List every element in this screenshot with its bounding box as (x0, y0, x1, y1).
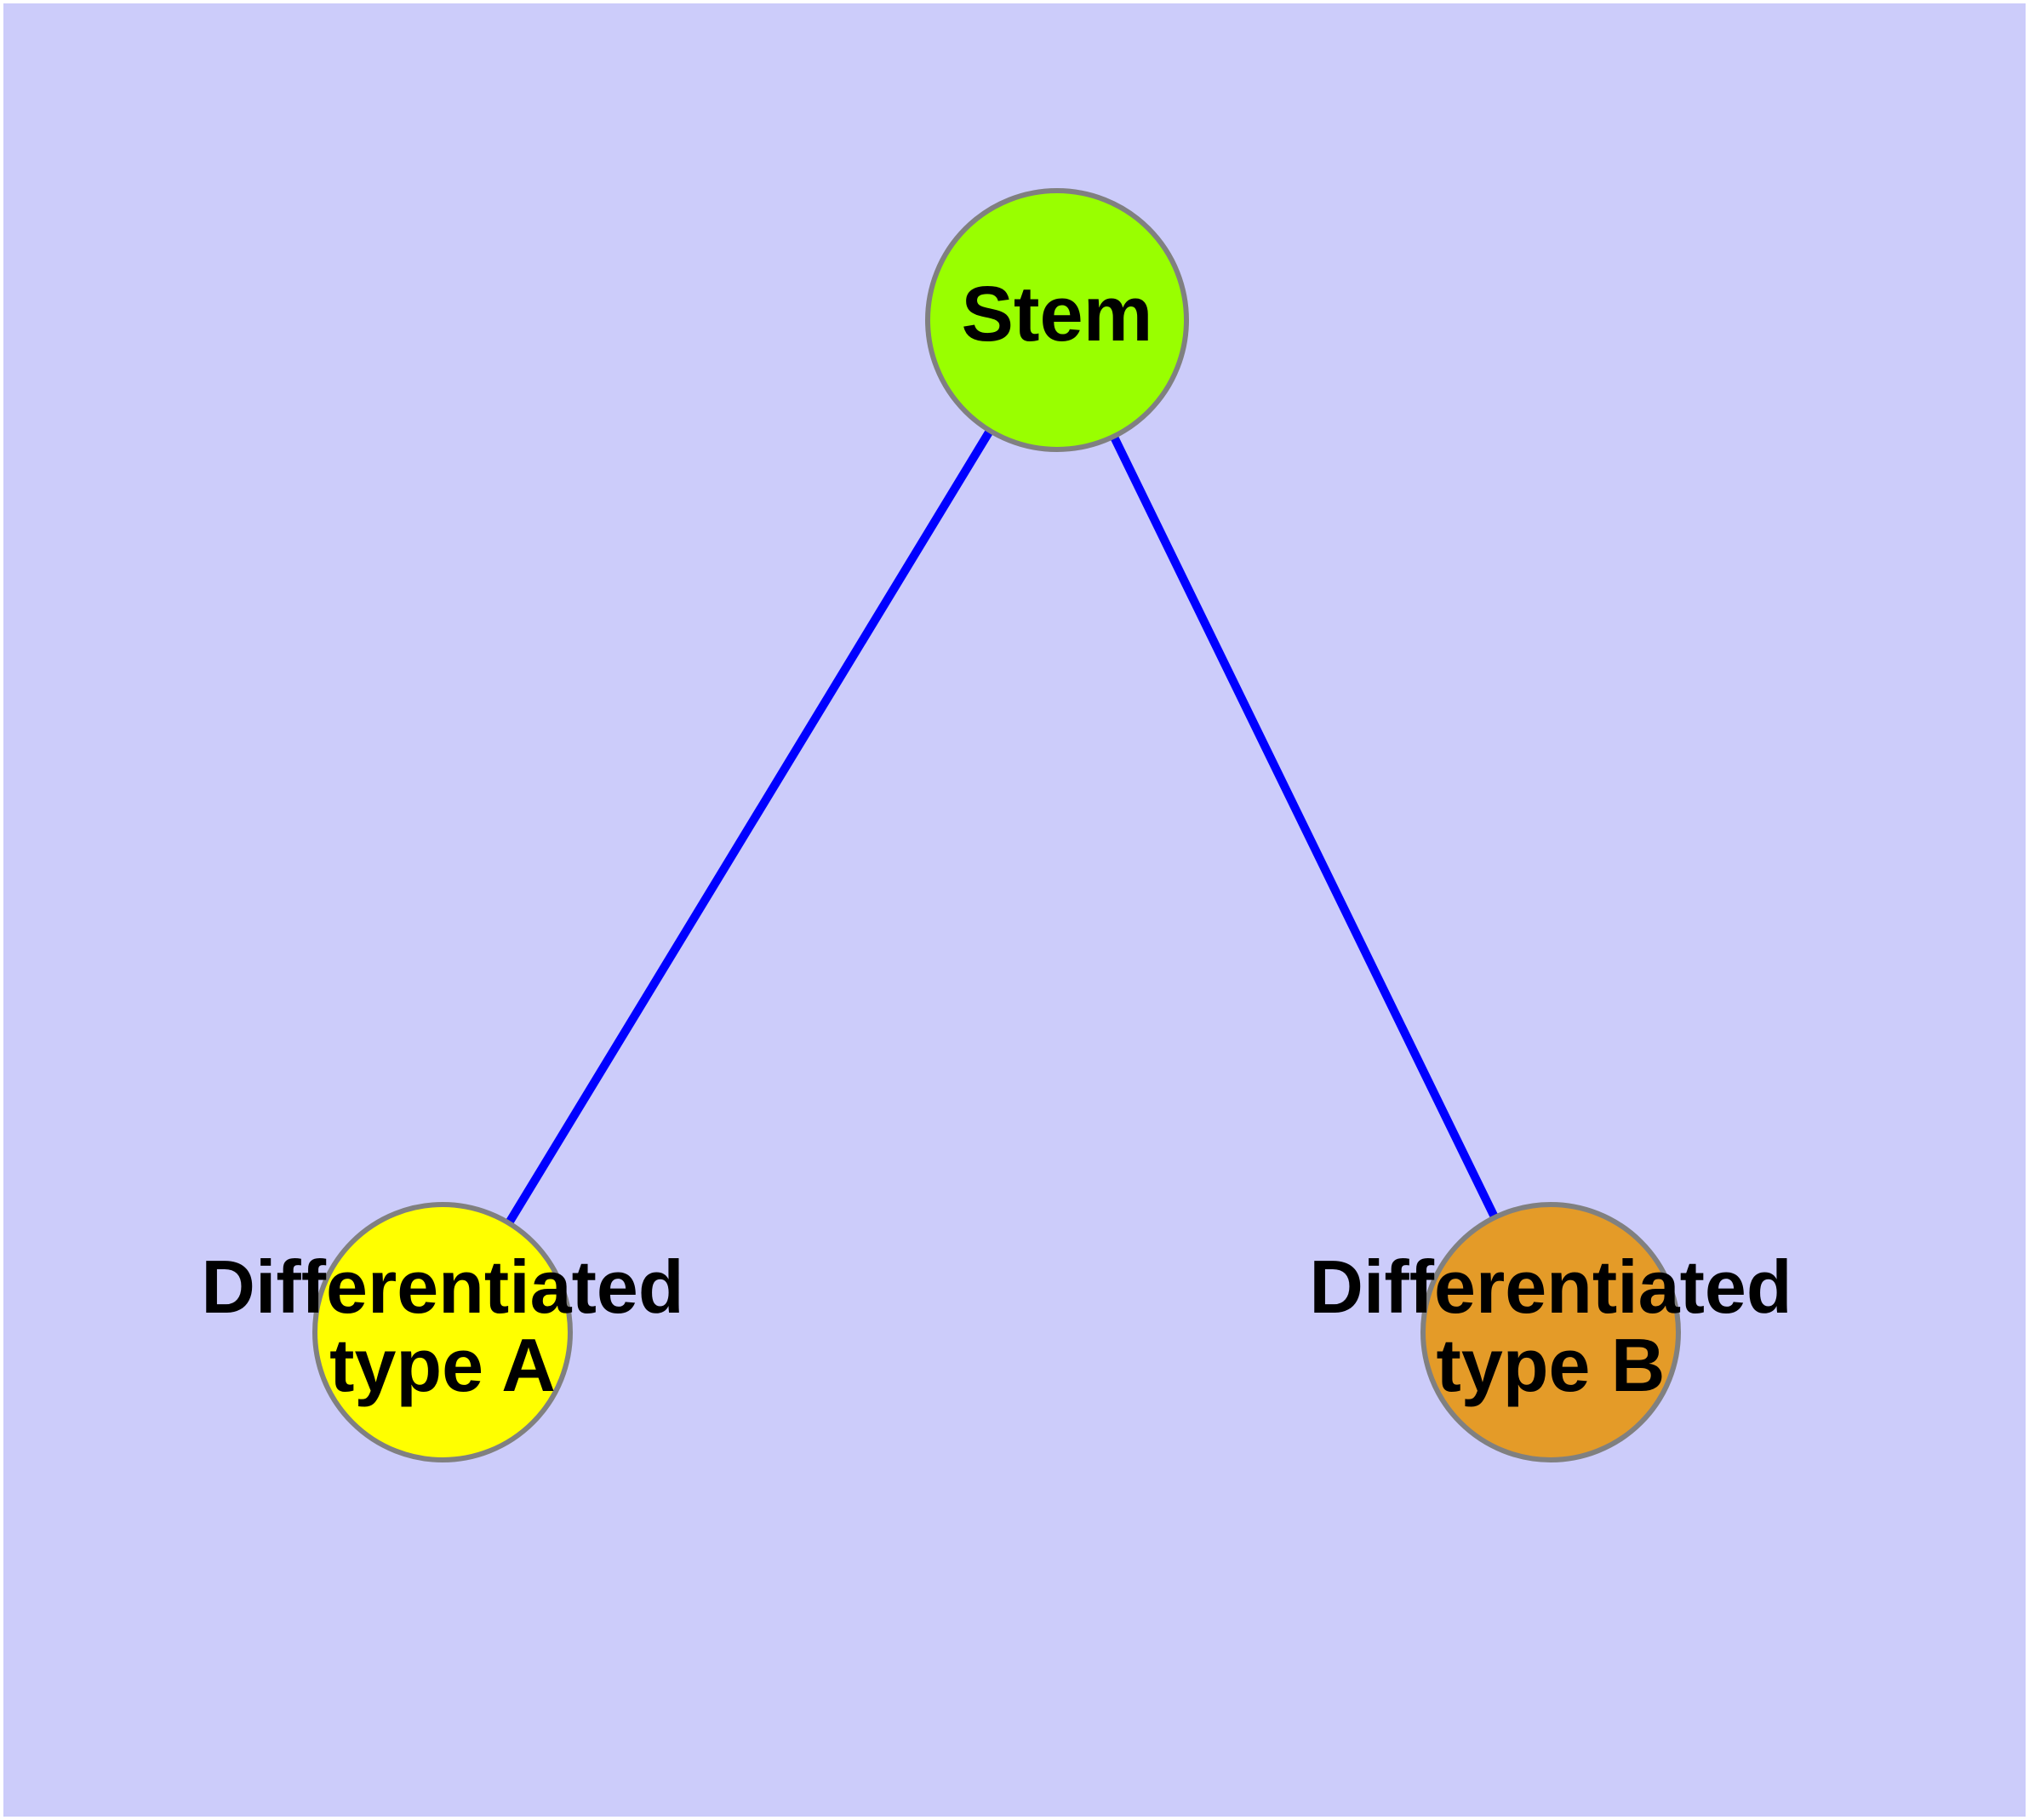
node-circle-stem[interactable] (925, 188, 1189, 452)
node-stem[interactable]: Stem (925, 188, 1189, 452)
node-label-line: Differentiated (201, 1245, 683, 1329)
node-label-line: Stem (962, 271, 1153, 358)
node-circle-differentiated-type-b[interactable] (1420, 1202, 1681, 1462)
edge-stem-to-differentiated-type-a[interactable] (438, 318, 1061, 1335)
node-label-line: Differentiated (1309, 1245, 1792, 1329)
edge-stem-to-differentiated-type-b[interactable] (1053, 318, 1555, 1335)
node-circle-differentiated-type-a[interactable] (312, 1202, 573, 1462)
node-label-stem: Stem (962, 271, 1153, 358)
node-label-line: type B (1437, 1323, 1666, 1407)
edges-group (438, 318, 1555, 1335)
node-label-line: type A (329, 1323, 556, 1407)
